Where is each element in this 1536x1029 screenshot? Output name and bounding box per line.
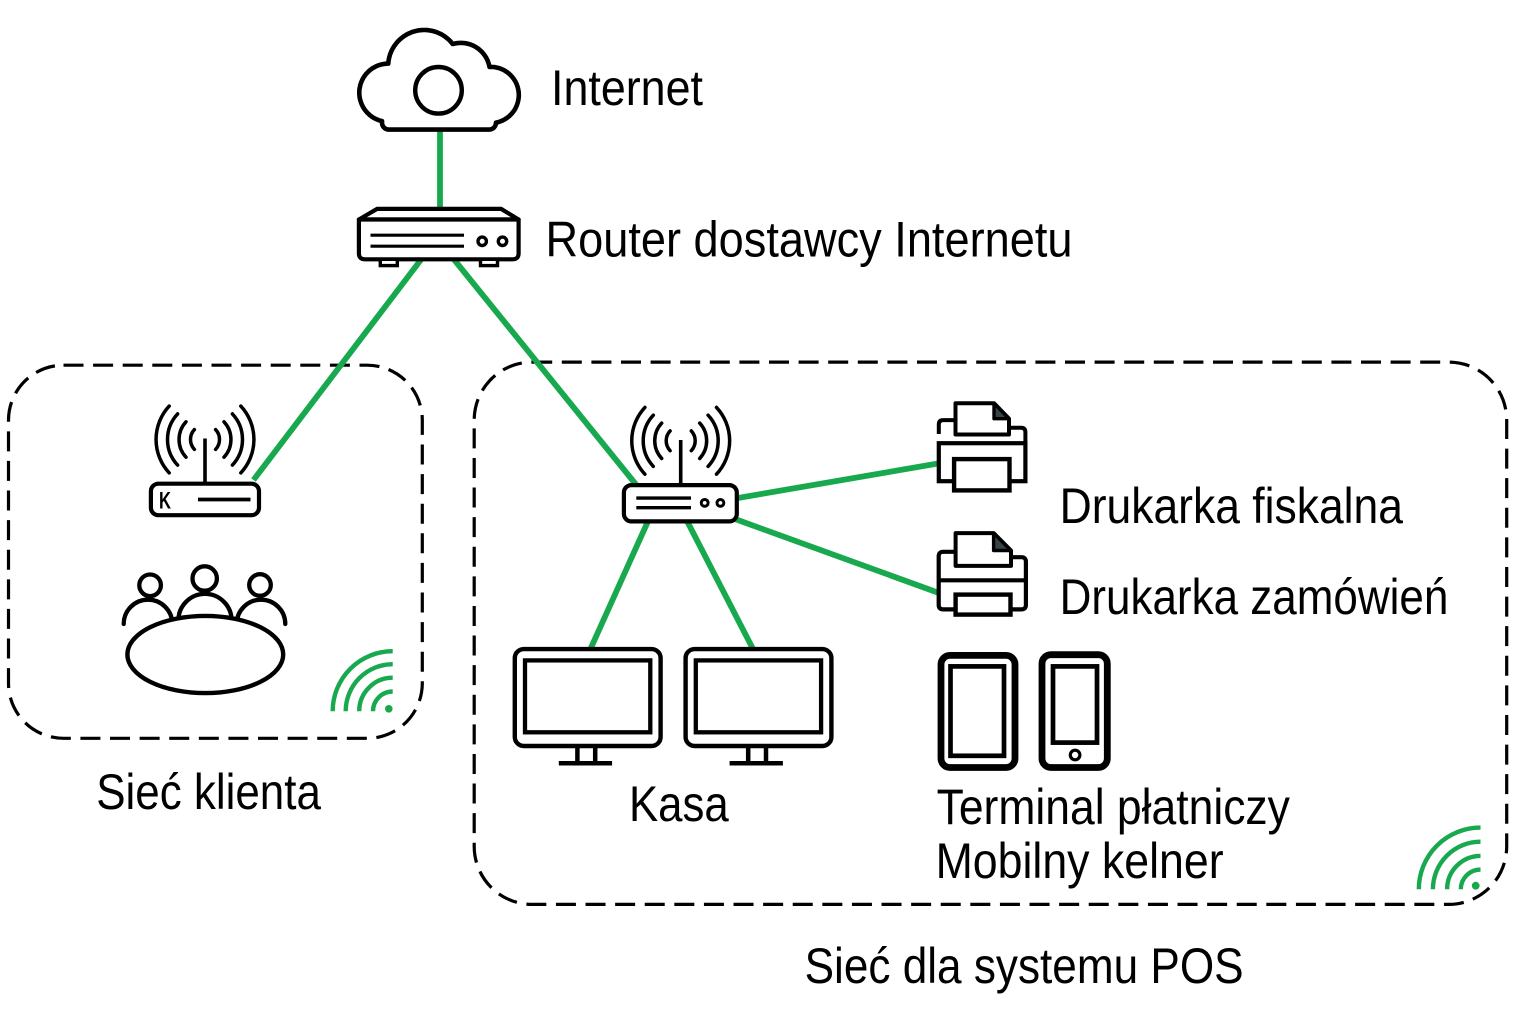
svg-text:Drukarka fiskalna: Drukarka fiskalna [1060, 478, 1404, 534]
svg-text:Mobilny kelner: Mobilny kelner [936, 833, 1224, 889]
svg-text:Kasa: Kasa [629, 776, 729, 832]
svg-text:Router dostawcy Internetu: Router dostawcy Internetu [546, 212, 1073, 268]
svg-text:Sieć dla systemu POS: Sieć dla systemu POS [805, 938, 1244, 994]
svg-text:K: K [159, 488, 171, 515]
svg-text:Internet: Internet [551, 60, 703, 116]
svg-text:Sieć klienta: Sieć klienta [96, 764, 321, 820]
svg-text:Terminal płatniczy: Terminal płatniczy [937, 779, 1290, 835]
svg-text:Drukarka zamówień: Drukarka zamówień [1060, 569, 1449, 625]
